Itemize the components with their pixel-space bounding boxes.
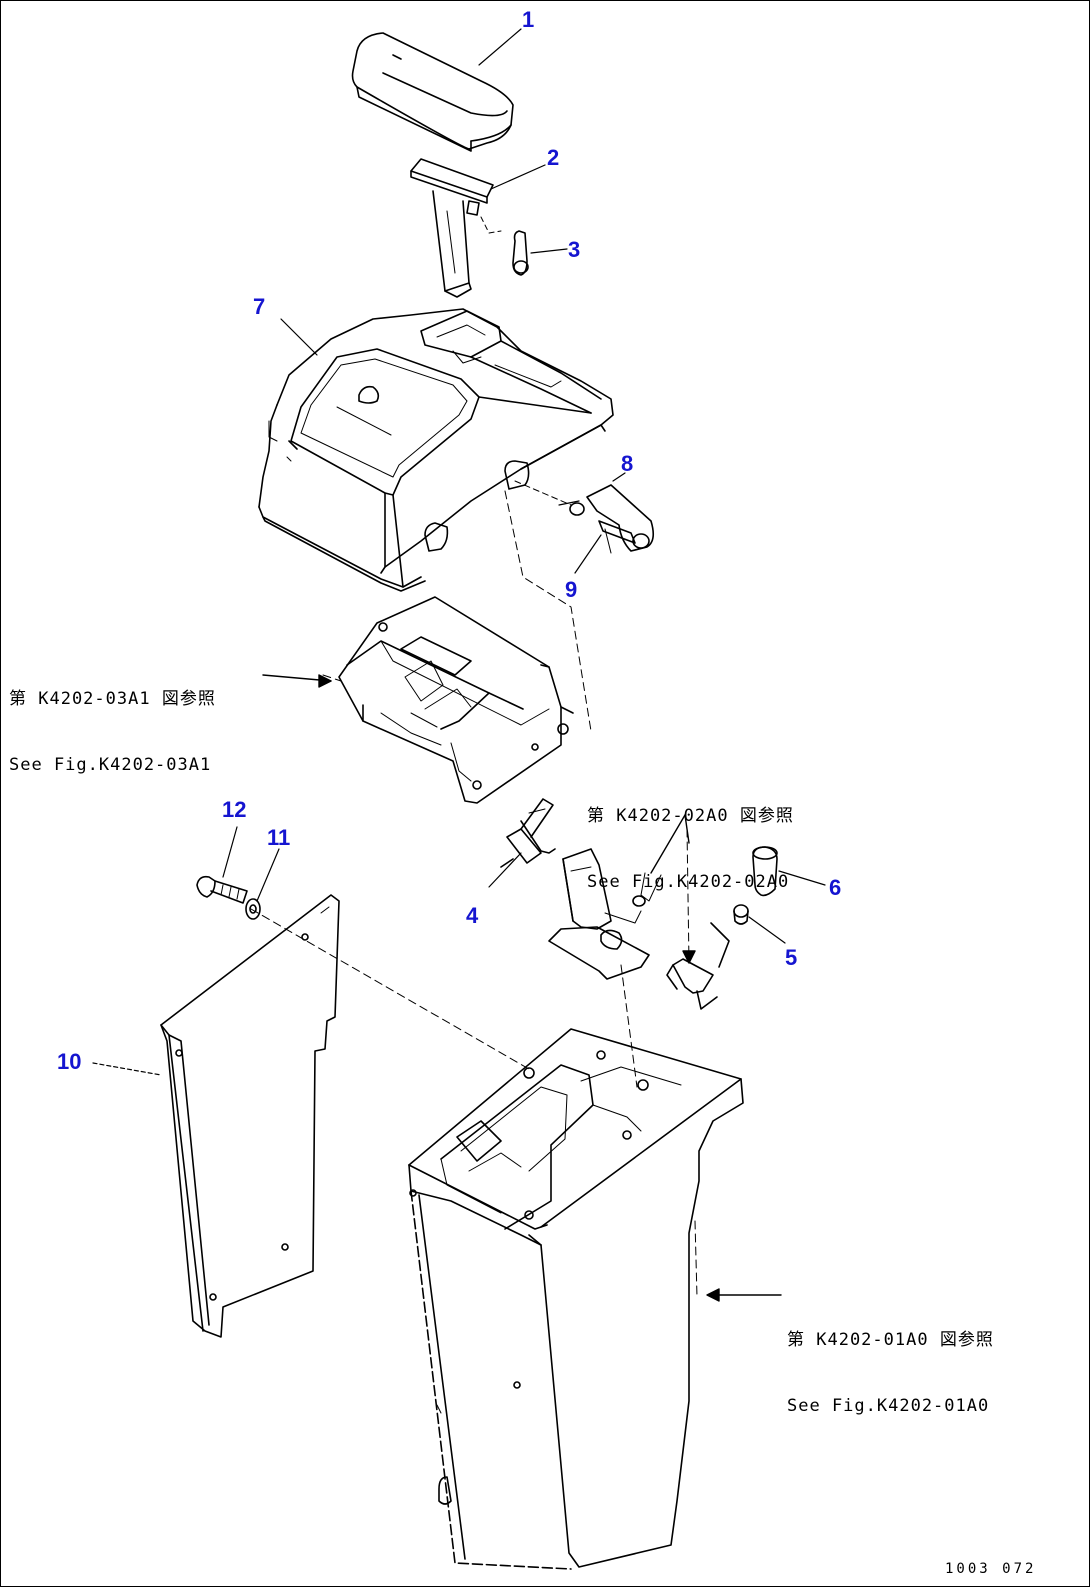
- part-10-side-panel[interactable]: [160, 894, 340, 1338]
- subassembly-frame-k4202-03a1: [338, 596, 574, 804]
- callout-11[interactable]: 11: [267, 825, 291, 850]
- reference-note-k4202-01a0: 第 K4202-01A0 図参照 See Fig.K4202-01A0: [787, 1285, 994, 1461]
- part-7-console-cover[interactable]: [258, 308, 614, 592]
- reference-note-en: See Fig.K4202-02A0: [587, 872, 790, 892]
- subassembly-bracket-k4202-02a0: [548, 848, 730, 1010]
- part-1-armrest-pad[interactable]: [351, 32, 514, 152]
- reference-note-jp: 第 K4202-02A0 図参照: [587, 806, 794, 826]
- part-9-screw[interactable]: [598, 520, 636, 554]
- callout-7[interactable]: 7: [253, 294, 266, 319]
- part-2-bracket[interactable]: [410, 158, 502, 298]
- callout-5[interactable]: 5: [785, 945, 798, 970]
- callout-2[interactable]: 2: [547, 145, 560, 170]
- alignment-lines: [250, 490, 698, 1298]
- callout-4[interactable]: 4: [466, 903, 479, 928]
- leader-lines: [92, 28, 826, 1076]
- callout-1[interactable]: 1: [522, 7, 535, 32]
- callout-10[interactable]: 10: [57, 1049, 82, 1074]
- callout-12[interactable]: 12: [222, 797, 247, 822]
- callout-3[interactable]: 3: [568, 237, 581, 262]
- reference-note-k4202-02a0: 第 K4202-02A0 図参照 See Fig.K4202-02A0: [587, 761, 794, 937]
- reference-note-en: See Fig.K4202-03A1: [9, 755, 212, 775]
- reference-note-jp: 第 K4202-03A1 図参照: [9, 689, 216, 709]
- reference-note-k4202-03a1: 第 K4202-03A1 図参照 See Fig.K4202-03A1: [9, 644, 216, 820]
- reference-arrows: [262, 674, 782, 1302]
- part-12-bolt[interactable]: [196, 875, 248, 904]
- subassembly-base-housing-k4202-01a0: [408, 1028, 744, 1570]
- part-11-washer[interactable]: [245, 898, 261, 920]
- part-6-boot[interactable]: [752, 846, 778, 897]
- reference-note-jp: 第 K4202-01A0 図参照: [787, 1330, 994, 1350]
- callout-8[interactable]: 8: [621, 451, 634, 476]
- callout-9[interactable]: 9: [565, 577, 578, 602]
- callout-6[interactable]: 6: [829, 875, 842, 900]
- part-4-lever-switch[interactable]: [500, 798, 556, 868]
- drawing-number: 1003 072: [945, 1561, 1037, 1577]
- part-8-bushing[interactable]: [514, 480, 655, 552]
- reference-note-en: See Fig.K4202-01A0: [787, 1396, 990, 1416]
- part-5-spacer[interactable]: [733, 904, 749, 925]
- part-3-knob[interactable]: [512, 230, 529, 276]
